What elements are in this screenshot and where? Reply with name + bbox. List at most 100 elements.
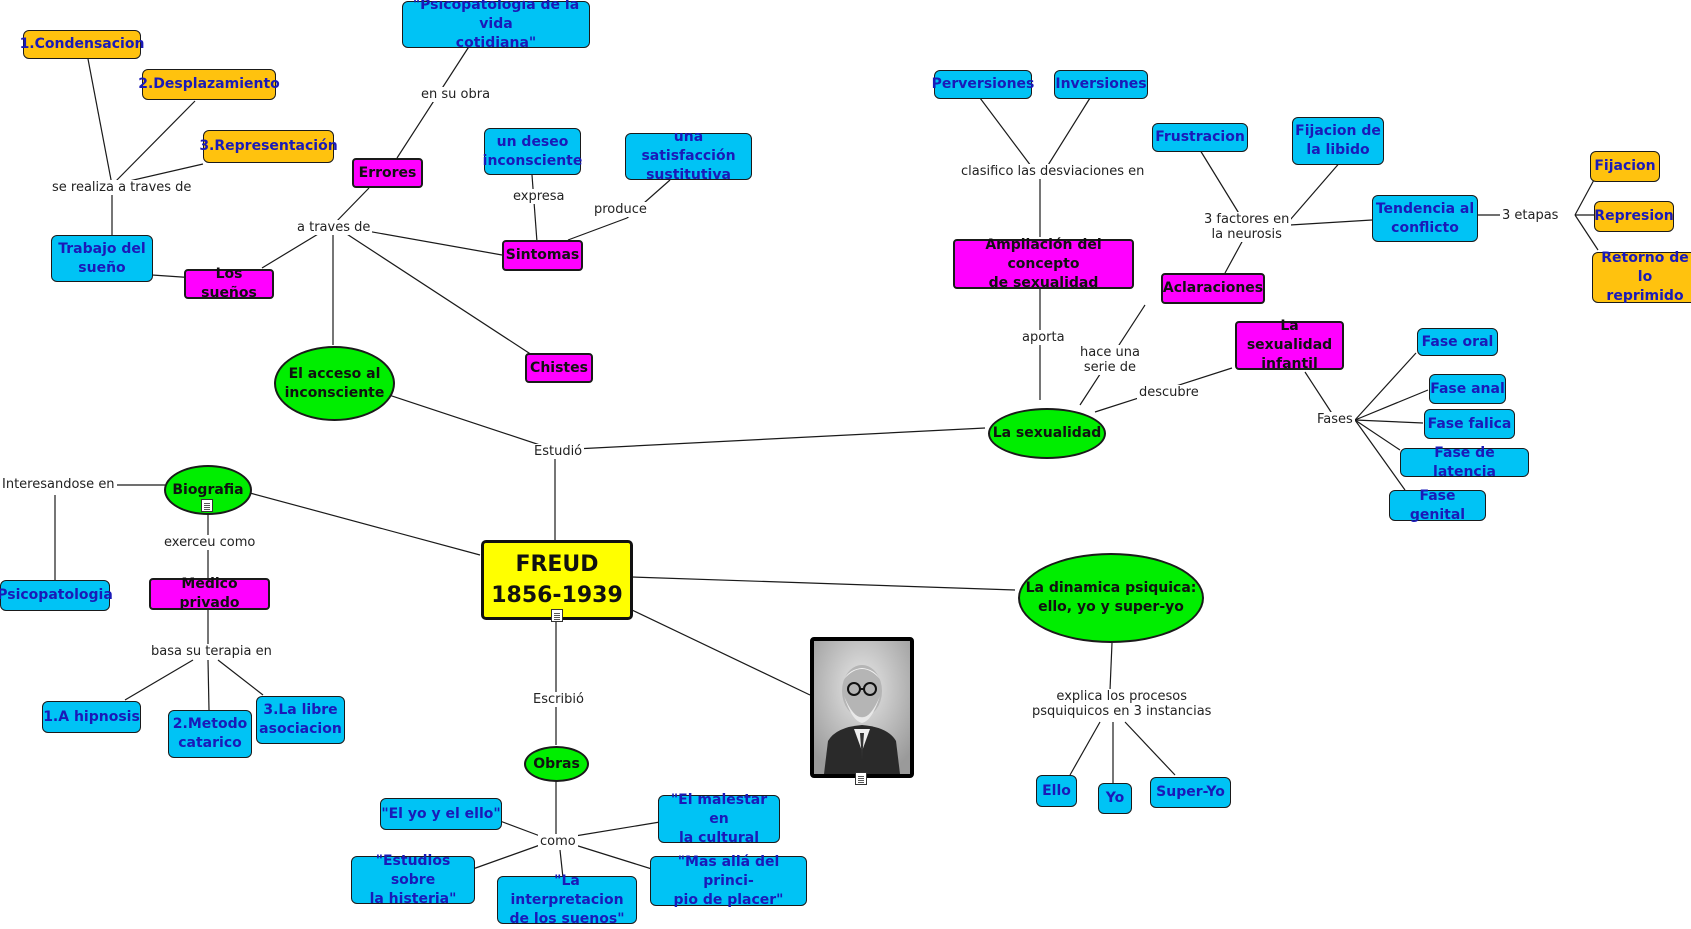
node-deseo-l2: inconsciente [482,152,583,169]
node-sexualidad-infantil-l2: infantil [1261,356,1318,372]
node-medico-privado[interactable]: Medico privado [149,576,270,611]
root-freud[interactable]: FREUD 1856-1939 [481,540,633,620]
node-obras[interactable]: Obras [524,746,589,782]
node-interpretacion-l1: "La interpretacion [510,872,624,908]
label-explica-l1: explica los procesos [1056,689,1187,704]
node-fase-anal-label: Fase anal [1430,380,1505,397]
node-hipnosis-label: 1.A hipnosis [43,708,140,725]
node-los-suenos[interactable]: Los sueños [184,266,274,301]
node-fase-falica[interactable]: Fase falica [1424,409,1515,439]
node-inversiones[interactable]: Inversiones [1054,70,1148,99]
node-mas-alla-placer[interactable]: "Mas allá del princi- pio de placer" [650,854,807,908]
node-la-sexualidad-label: La sexualidad [992,425,1102,441]
node-trabajo-sueno-l1: Trabajo del [58,240,146,257]
node-represion[interactable]: Represion [1594,201,1674,232]
node-estudios-histeria[interactable]: "Estudios sobre la histeria" [351,853,475,907]
label-hace-una-serie: hace una serie de [1078,345,1142,375]
node-chistes[interactable]: Chistes [525,353,593,383]
node-perversiones[interactable]: Perversiones [931,70,1035,99]
node-fijacion[interactable]: Fijacion [1590,151,1660,182]
node-hipnosis[interactable]: 1.A hipnosis [42,701,141,733]
node-retorno-reprimido[interactable]: Retorno de lo reprimido [1592,250,1691,304]
node-acceso-inconsciente[interactable]: El acceso al inconsciente [274,346,395,421]
node-malestar-l2: la cultural [679,829,759,846]
node-fijacion-libido[interactable]: Fijacion de la libido [1292,117,1384,165]
node-psicopatologia-label: Psicopatologia [0,587,113,603]
node-sexualidad-infantil[interactable]: La sexualidad infantil [1235,318,1344,372]
node-dinamica-psiquica[interactable]: La dinamica psiquica: ello, yo y super-y… [1018,553,1204,643]
portrait-figure [814,641,910,774]
node-estudios-l2: la histeria" [369,890,457,907]
node-malestar-cultura[interactable]: "El malestar en la cultural [658,792,780,846]
node-super-yo-label: Super-Yo [1156,784,1225,800]
document-icon[interactable] [551,609,563,622]
node-psicopatologia-vida[interactable]: "Psicopatología de la vida cotidiana" [402,0,590,51]
node-trabajo-sueno[interactable]: Trabajo del sueño [51,235,153,282]
node-mas-alla-l2: pio de placer" [673,891,784,908]
label-tres-etapas: 3 etapas [1500,208,1561,223]
node-retorno-l2: reprimido [1606,288,1684,304]
node-desplazamiento[interactable]: 2.Desplazamiento [138,69,280,100]
node-satisfaccion-sustitutiva[interactable]: una satisfacción sustitutiva [625,129,752,183]
node-la-sexualidad[interactable]: La sexualidad [988,408,1106,459]
node-sintomas[interactable]: Sintomas [502,240,583,271]
node-interpretacion-suenos[interactable]: "La interpretacion de los suenos" [497,873,637,927]
node-yo[interactable]: Yo [1098,783,1132,814]
label-explica-l2: psquiquicos en 3 instancias [1032,704,1212,719]
node-representacion[interactable]: 3.Representación [199,130,338,163]
node-metodo-l1: 2.Metodo [172,716,248,732]
node-fijacion-label: Fijacion [1594,158,1656,174]
node-tendencia-l2: conflicto [1391,219,1459,236]
label-tres-factores-l2: la neurosis [1211,227,1282,242]
node-deseo-inconsciente[interactable]: un deseo inconsciente [482,128,583,175]
node-ello[interactable]: Ello [1036,775,1077,807]
label-aporta: aporta [1020,330,1067,345]
node-fase-genital[interactable]: Fase genital [1389,488,1486,523]
node-psicopatologia-vida-l1: "Psicopatología de la vida [412,0,580,32]
node-errores[interactable]: Errores [352,158,423,188]
node-ampliacion-sexualidad[interactable]: Ampliación del concepto de sexualidad [953,237,1134,291]
node-acceso-l2: inconsciente [284,384,385,401]
node-frustracion-label: Frustracion [1155,129,1245,145]
node-metodo-l2: catarico [178,735,242,751]
label-escribio: Escribió [531,692,586,707]
label-a-traves-de: a traves de [295,220,373,235]
label-como: como [538,834,578,849]
node-el-yo-ello-label: "El yo y el ello" [381,805,501,822]
node-tendencia-conflicto[interactable]: Tendencia al conflicto [1372,195,1478,242]
node-fase-oral[interactable]: Fase oral [1417,328,1498,356]
node-medico-privado-label: Medico privado [179,576,240,611]
freud-portrait-image [810,637,914,778]
node-deseo-l1: un deseo [496,133,569,150]
node-satisfaccion-l2: sustitutiva [646,167,731,183]
node-inversiones-label: Inversiones [1055,76,1147,92]
node-libre-asociacion[interactable]: 3.La libre asociacion [256,696,345,744]
label-estudio: Estudió [532,444,585,459]
label-exerceu: exerceu como [162,535,258,550]
label-en-su-obra: en su obra [419,87,493,102]
label-explica: explica los procesos psquiquicos en 3 in… [1030,689,1214,719]
label-expresa: expresa [511,189,567,204]
label-interesandose: Interesandose en [0,477,117,492]
node-frustracion[interactable]: Frustracion [1152,123,1248,152]
node-psicopatologia[interactable]: Psicopatologia [0,580,113,611]
node-obras-label: Obras [533,755,580,772]
document-icon[interactable] [855,772,867,785]
node-el-yo-ello[interactable]: "El yo y el ello" [380,798,502,830]
node-dinamica-l1: La dinamica psiquica: [1025,580,1197,596]
document-icon[interactable] [201,499,213,512]
node-biografia-label: Biografia [172,481,244,498]
node-fase-anal[interactable]: Fase anal [1429,374,1506,404]
node-fijacion-libido-l2: la libido [1306,142,1370,158]
node-condensacion-label: 1.Condensacion [19,36,145,52]
node-super-yo[interactable]: Super-Yo [1150,777,1231,808]
node-yo-label: Yo [1105,790,1125,806]
node-errores-label: Errores [358,164,417,181]
node-acceso-l1: El acceso al [288,365,381,382]
node-perversiones-label: Perversiones [931,76,1035,92]
node-fase-falica-label: Fase falica [1427,415,1512,432]
node-aclaraciones[interactable]: Aclaraciones [1161,273,1265,304]
node-metodo-catarico[interactable]: 2.Metodo catarico [168,710,252,758]
node-fase-latencia[interactable]: Fase de latencia [1400,445,1529,480]
node-condensacion[interactable]: 1.Condensacion [20,30,144,59]
